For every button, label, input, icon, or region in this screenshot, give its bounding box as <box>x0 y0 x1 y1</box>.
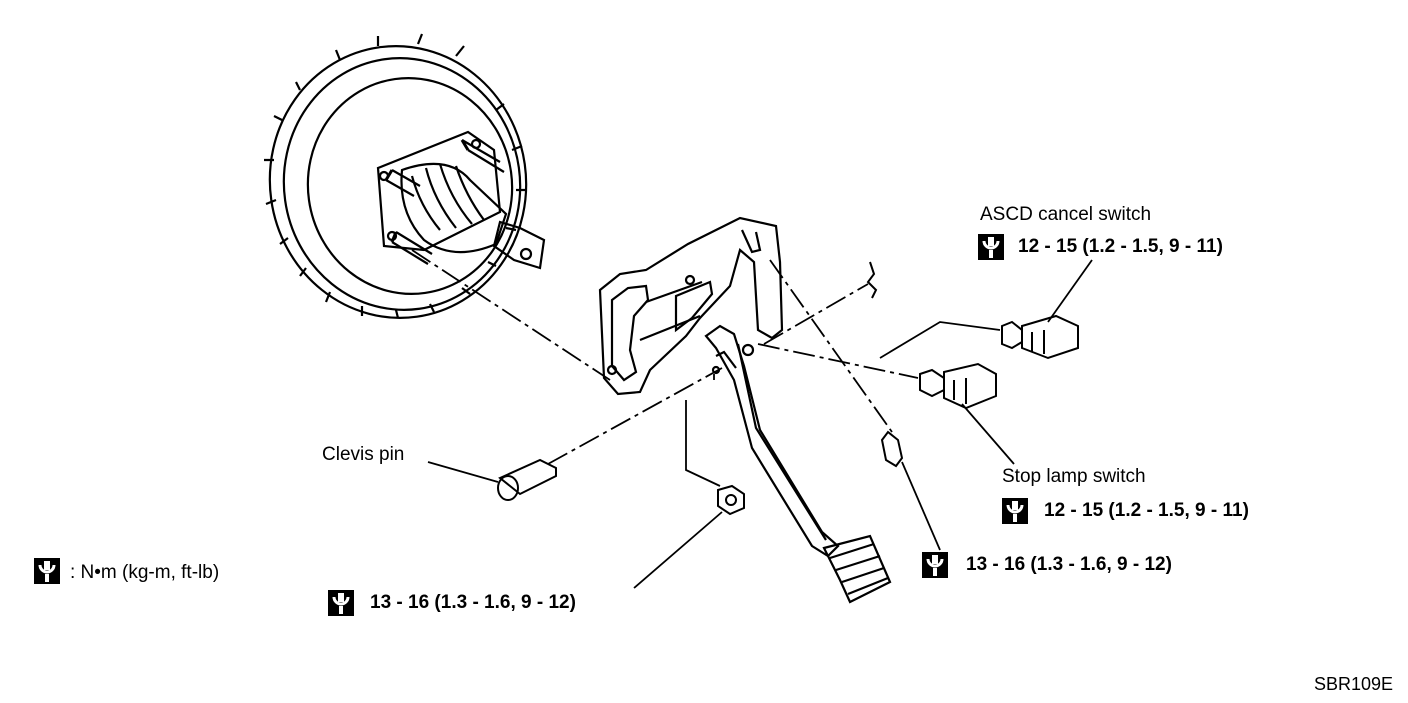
clevis-pin-part <box>497 458 557 501</box>
bolt-torque: 13 - 16 (1.3 - 1.6, 9 - 12) <box>966 554 1172 575</box>
assembly-lines <box>411 249 919 465</box>
ascd-cancel-switch <box>1001 314 1079 360</box>
leader-lines <box>427 259 1093 589</box>
ascd-switch-torque: 12 - 15 (1.2 - 1.5, 9 - 11) <box>1018 236 1223 257</box>
brake-pedal <box>704 324 892 604</box>
clevis-pin-label: Clevis pin <box>322 444 405 465</box>
torque-wrench-icon <box>920 550 950 580</box>
brake-booster <box>264 33 546 319</box>
stop-lamp-switch <box>919 362 997 410</box>
stop-lamp-switch-torque: 12 - 15 (1.2 - 1.5, 9 - 11) <box>1044 500 1249 521</box>
legend-units: : N•m (kg-m, ft-lb) <box>70 562 220 583</box>
torque-wrench-icon <box>326 588 356 618</box>
stop-lamp-switch-label: Stop lamp switch <box>1002 466 1146 487</box>
bracket-clip <box>866 261 878 299</box>
torque-wrench-icon <box>32 556 62 586</box>
figure-code: SBR109E <box>1314 674 1394 694</box>
pedal-bracket <box>598 216 784 396</box>
mounting-nut <box>717 484 745 516</box>
nut-torque: 13 - 16 (1.3 - 1.6, 9 - 12) <box>370 592 576 613</box>
ascd-switch-label: ASCD cancel switch <box>980 204 1152 225</box>
mounting-bolt <box>880 430 904 468</box>
torque-wrench-icon <box>976 232 1006 262</box>
torque-wrench-icon <box>1000 496 1030 526</box>
